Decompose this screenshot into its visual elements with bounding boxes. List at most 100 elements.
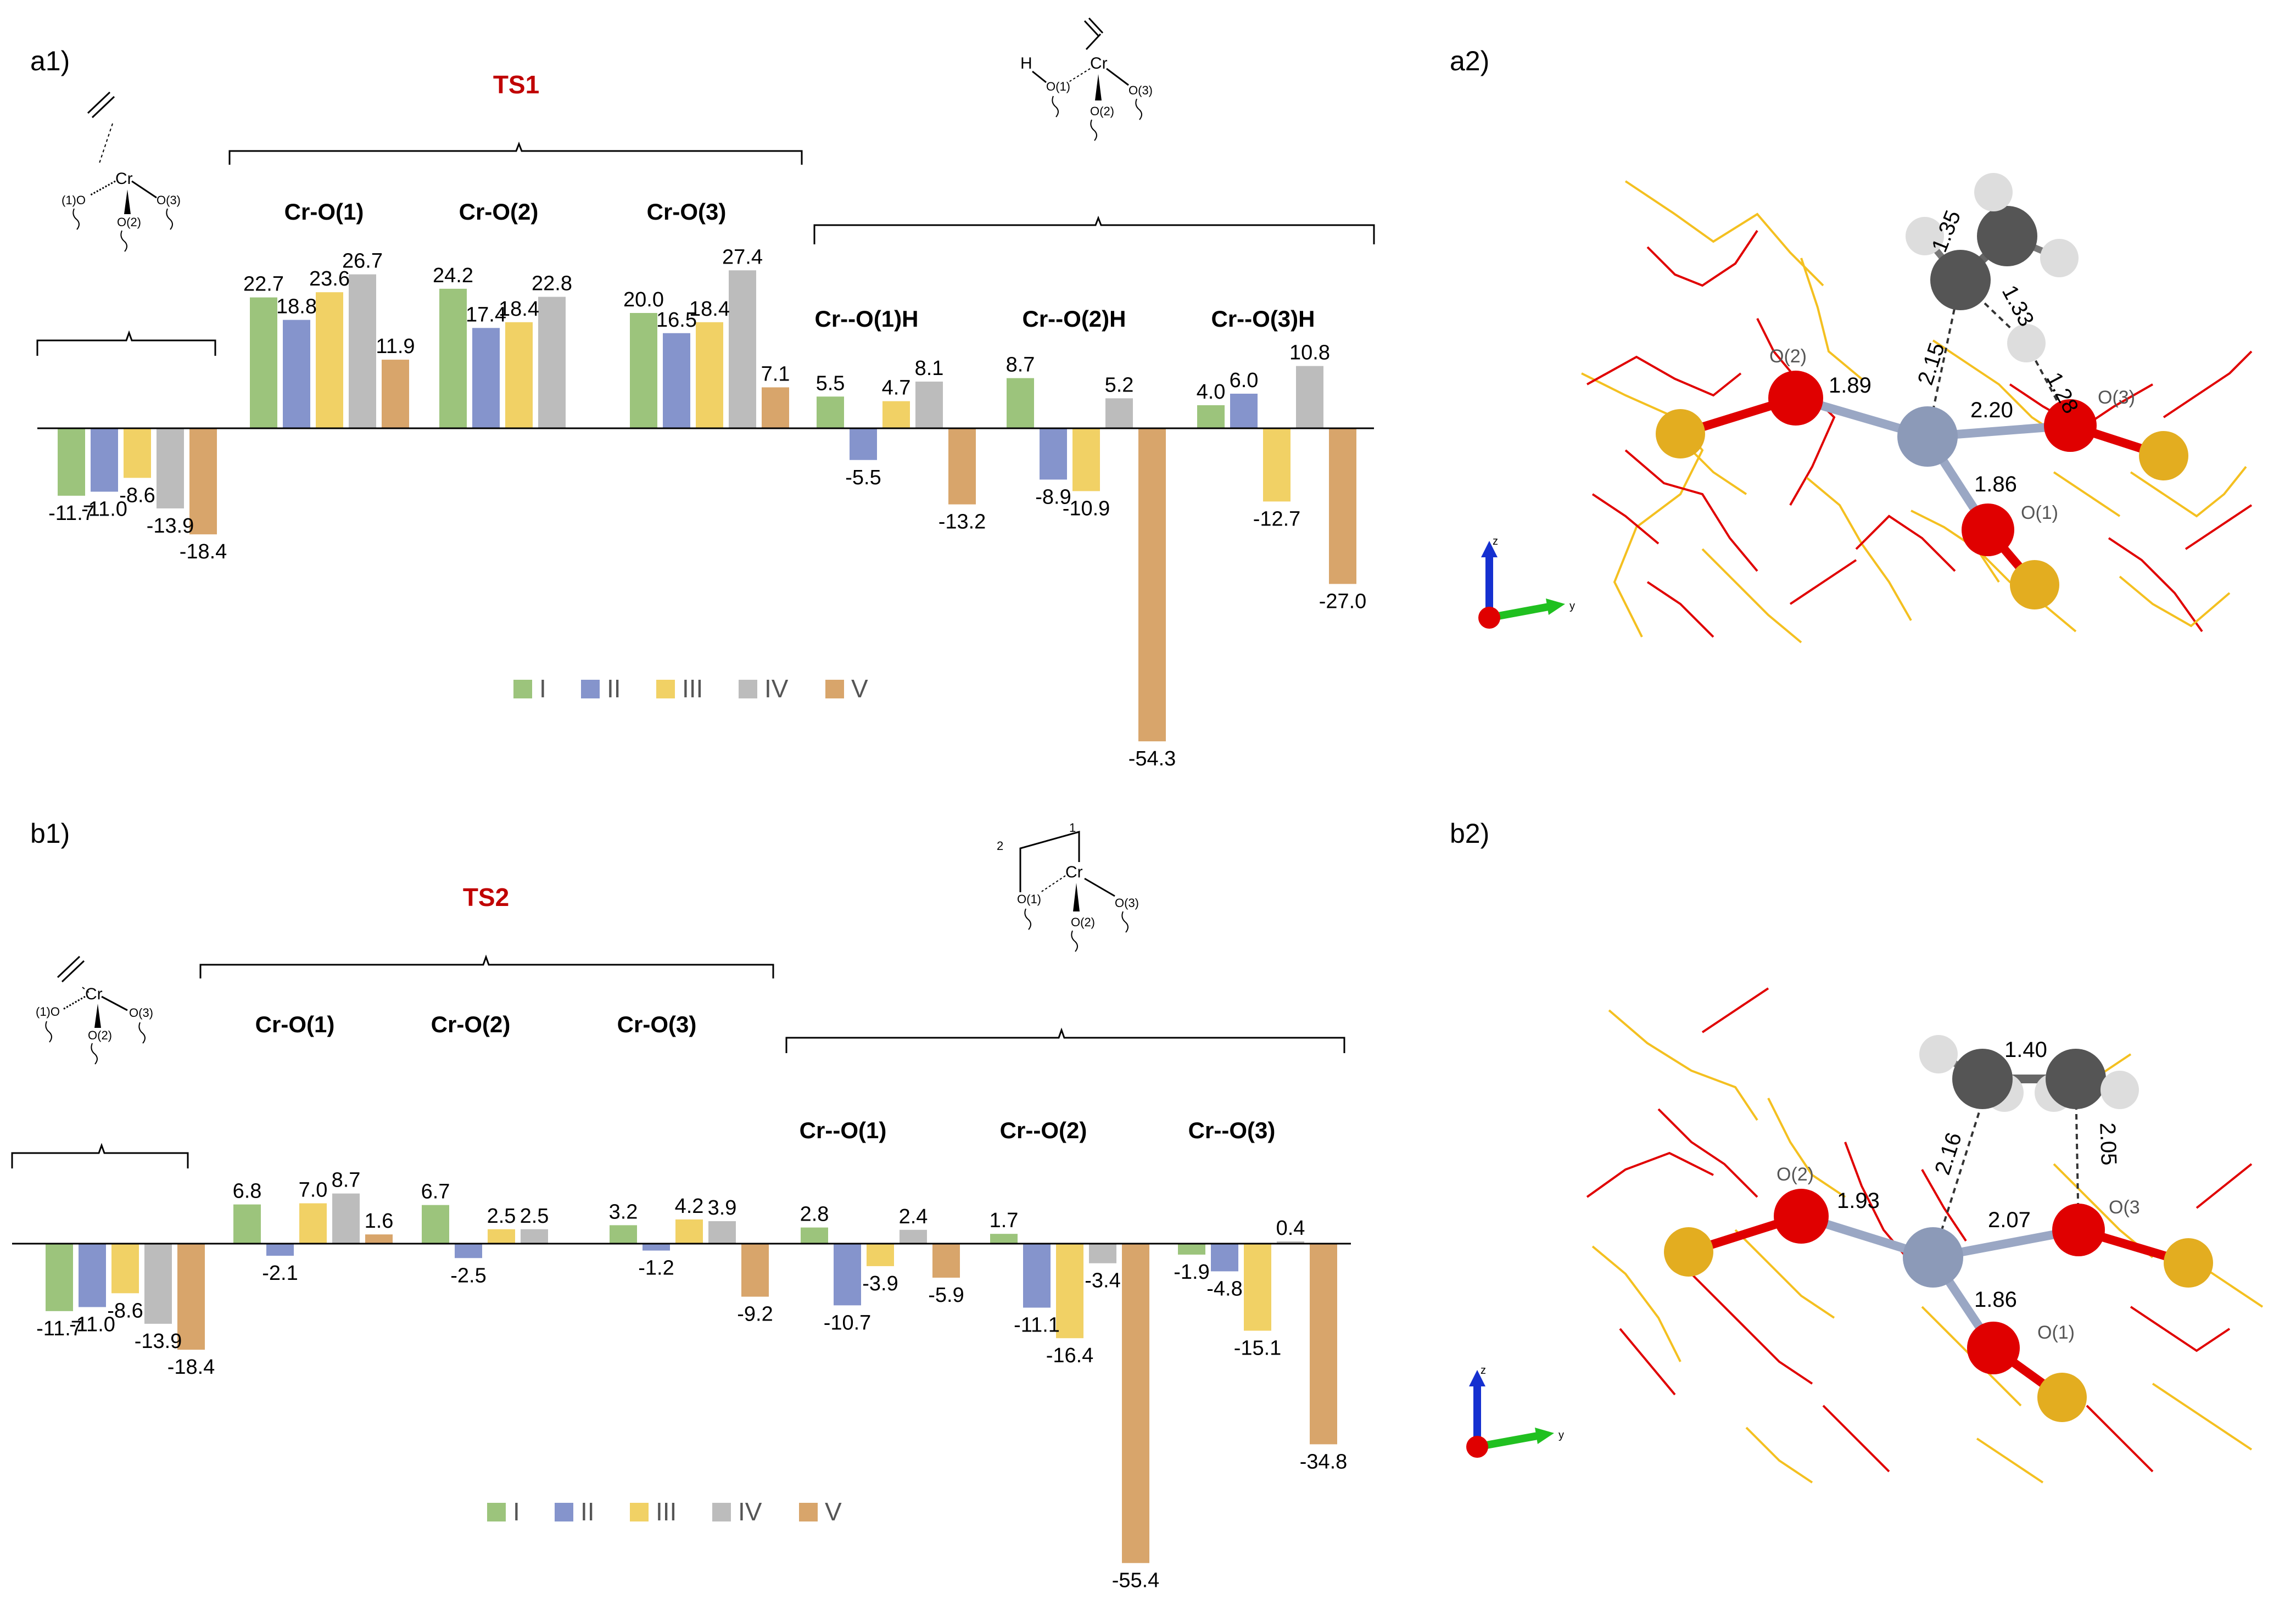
value-label-a1-g2-III: 18.4 [499,298,539,321]
legend-b1-swatch-I [487,1503,506,1521]
product-b1-bracket [785,1027,1345,1053]
value-label-b1-g0-II: -11.0 [69,1313,115,1336]
bar-b1-g0-IV [144,1244,172,1324]
bar-a1-g0-IV [157,428,184,508]
bar-a1-g5-V [1138,428,1166,742]
bar-b1-g5-IV [1089,1244,1116,1263]
atom-h [1919,1035,1958,1073]
value-label-b1-g1-I: 6.8 [233,1180,262,1203]
legend-b1-swatch-II [555,1503,573,1521]
legend-b1-label-II: II [580,1497,595,1526]
o2-label: O(2) [1071,915,1095,929]
value-label-b1-g1-II: -2.1 [262,1262,298,1285]
y-arrow [1535,1428,1554,1444]
legend-a1-label-III: III [682,674,703,703]
pi-bond-dash [82,987,91,994]
value-label-a1-g5-I: 8.7 [1006,354,1035,377]
atom-label: O(1) [2021,502,2058,523]
structure-b1-reactant: Cr (1)O O(2) O(3) [36,955,153,1065]
value-label-b1-g3-IV: 3.9 [708,1196,737,1219]
structure-a1-reactant: Cr (1)O O(2) O(3) [62,91,181,252]
cr-label: Cr [115,170,133,188]
atom-label: O(2) [1777,1164,1814,1185]
bar-b1-g6-III [1244,1244,1271,1331]
atom-label: O(3 [2109,1197,2140,1218]
dist-label: 1.89 [1829,373,1872,398]
cr-o3-bond [131,180,157,199]
bar-a1-g1-III [316,292,343,428]
chart-b1-title: TS2 [463,883,509,911]
structure-b1-product: 1 2 Cr O(1) O(2) O(3) [997,821,1139,952]
surface-squiggle [1024,908,1031,930]
reactant-b1-bracket [11,1143,189,1168]
dist-label: 2.15 [1913,340,1949,388]
surface-squiggle [1052,96,1059,118]
bar-a1-g5-II [1040,428,1067,480]
value-label-a1-g4-V: -13.2 [938,511,986,534]
bar-a1-g6-V [1329,428,1356,584]
bar-b1-g1-I [233,1204,261,1244]
panel-label-a2: a2) [1450,46,1489,76]
ts2-bracket [199,954,774,978]
ethylene-line-2 [91,96,115,119]
atom-o2 [1774,1189,1829,1244]
group-title-b1-6: Cr--O(3) [1188,1117,1276,1143]
o2-label: O(2) [88,1028,112,1042]
cr-o2-wedge [94,1004,101,1028]
value-label-a1-g5-III: -10.9 [1063,497,1110,520]
cr-o1-bond [90,180,116,196]
atom-h [2101,1071,2139,1109]
bar-b1-g4-IV [900,1229,927,1244]
bar-a1-g6-I [1197,405,1225,428]
cr-o3-bond [101,995,128,1011]
value-label-a1-g1-IV: 26.7 [342,250,383,273]
bar-a1-g1-IV [349,274,376,428]
o2-label: O(2) [117,215,141,229]
value-label-b1-g3-I: 3.2 [609,1200,638,1223]
cr-o3-bond [1106,68,1129,86]
o1-label: (1)O [62,193,86,207]
bar-b1-g0-II [79,1244,106,1307]
atom-cr [1897,406,1958,467]
value-label-b1-g0-III: -8.6 [107,1299,143,1322]
chart-b1-legend: I II III IV V [487,1497,842,1526]
value-label-a1-g0-I: -11.7 [48,502,94,525]
value-label-b1-g5-I: 1.7 [990,1209,1019,1232]
surface-squiggle [1071,930,1078,952]
group-title-a1-3: Cr-O(3) [647,199,727,225]
bar-b1-g2-II [455,1244,482,1258]
legend-b1-label-V: V [825,1497,842,1526]
metallacycle-ring [1019,831,1080,892]
bar-a1-g4-V [948,428,976,505]
atom-cr [1903,1227,1963,1288]
atom-si [1656,409,1705,458]
legend-b1-swatch-III [630,1503,649,1521]
dist-label: 2.20 [1970,398,2013,422]
value-label-b1-g0-V: -18.4 [167,1356,215,1379]
legend-b1-label-I: I [513,1497,520,1526]
structure-a1-product: Cr H O(1) O(2) O(3) [1020,17,1153,141]
value-label-b1-g3-V: -9.2 [737,1303,773,1326]
bar-a1-g4-IV [915,381,943,428]
value-label-a1-g2-I: 24.2 [433,264,473,287]
panel-label-b1: b1) [30,818,70,849]
group-title-a1-6: Cr--O(3)H [1211,306,1315,332]
atom-si [2037,1373,2087,1422]
o3-label: O(3) [1129,83,1153,97]
value-label-a1-g5-IV: 5.2 [1105,373,1134,396]
o1-label: O(1) [1017,892,1041,906]
bar-b1-g5-I [990,1234,1018,1244]
value-label-a1-g4-II: -5.5 [845,466,881,489]
panel-label-b2: b2) [1450,818,1489,849]
bar-a1-g3-II [663,333,690,428]
atom-h [2040,239,2079,277]
bar-a1-g4-I [817,396,844,428]
surface-squiggle [138,1022,146,1044]
value-label-a1-g6-I: 4.0 [1197,381,1226,404]
group-title-b1-3: Cr-O(3) [617,1011,697,1037]
bar-a1-g6-III [1263,428,1291,502]
h-o-bond [1032,70,1047,83]
y-arrow [1546,598,1565,615]
